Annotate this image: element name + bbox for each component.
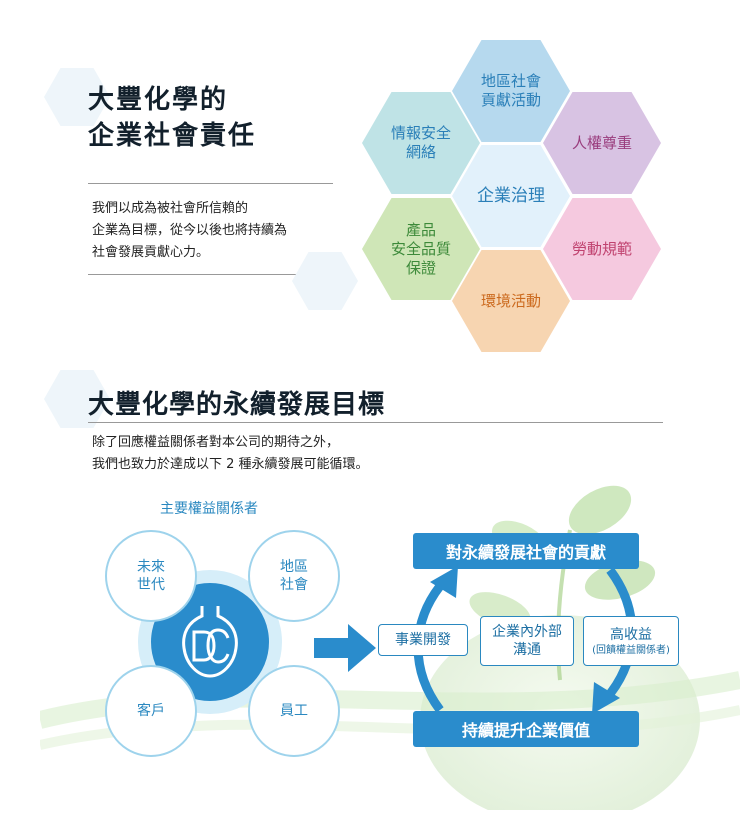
comm-label: 企業內外部 溝通 [492,624,562,658]
divider-section2 [88,422,663,423]
sustainable-society-bar: 對永續發展社會的貢獻 [413,533,639,569]
intro-line3: 社會發展貢獻心力。 [92,245,210,260]
employee-label: 員工 [280,703,308,719]
sustainability-title: 大豐化學的永續發展目標 [88,390,386,420]
csr-title-line1: 大豐化學的 [88,85,229,115]
divider-top [88,183,333,184]
csr-title: 大豐化學的 企業社會責任 [88,82,256,154]
profit-label: 高收益 [610,626,652,643]
box-business-development: 事業開發 [378,624,468,656]
business-label: 事業開發 [395,632,451,648]
stakeholder-future-generations: 未來 世代 [105,530,197,622]
hex-env-label: 環境活動 [480,291,541,310]
stakeholder-customer: 客戶 [105,665,197,757]
hex-rights-label: 人權尊重 [571,133,632,152]
csr-title-line2: 企業社會責任 [88,121,257,151]
hex-labor-label: 勞動規範 [571,239,632,258]
community-label: 地區 社會 [280,559,308,593]
para2-line2: 我們也致力於達成以下 2 種永續發展可能循環。 [92,457,369,472]
hex-product-label: 產品 安全品質 保證 [390,220,451,277]
stakeholders-label: 主要權益關係者 [160,501,258,517]
hex-info-label: 情報安全 網絡 [390,124,451,161]
profit-sub-label: (回饋權益關係者) [592,644,670,656]
hex-community-label: 地區社會 貢獻活動 [480,72,541,109]
customer-label: 客戶 [137,703,165,719]
hex-labor-standards: 勞動規範 [543,198,661,300]
stakeholder-community: 地區 社會 [248,530,340,622]
right-arrow-icon [314,624,376,672]
hex-human-rights: 人權尊重 [543,92,661,194]
corporate-value-bar: 持續提升企業價值 [413,711,639,747]
box-high-profit: 高收益 (回饋權益關係者) [583,616,679,666]
csr-intro: 我們以成為被社會所信賴的 企業為目標，從今以後也將持續為 社會發展貢獻心力。 [92,198,342,264]
box-communication: 企業內外部 溝通 [480,616,574,666]
stakeholder-employee: 員工 [248,665,340,757]
divider-bottom [88,274,333,275]
intro-line1: 我們以成為被社會所信賴的 [92,201,249,216]
dc-logo-icon [182,606,238,678]
hex-gov-label: 企業治理 [477,185,545,206]
para2-line1: 除了回應權益關係者對本公司的期待之外， [92,435,340,450]
future-label: 未來 世代 [137,559,165,593]
sustainability-intro: 除了回應權益關係者對本公司的期待之外， 我們也致力於達成以下 2 種永續發展可能… [92,432,369,476]
intro-line2: 企業為目標，從今以後也將持續為 [92,223,288,238]
